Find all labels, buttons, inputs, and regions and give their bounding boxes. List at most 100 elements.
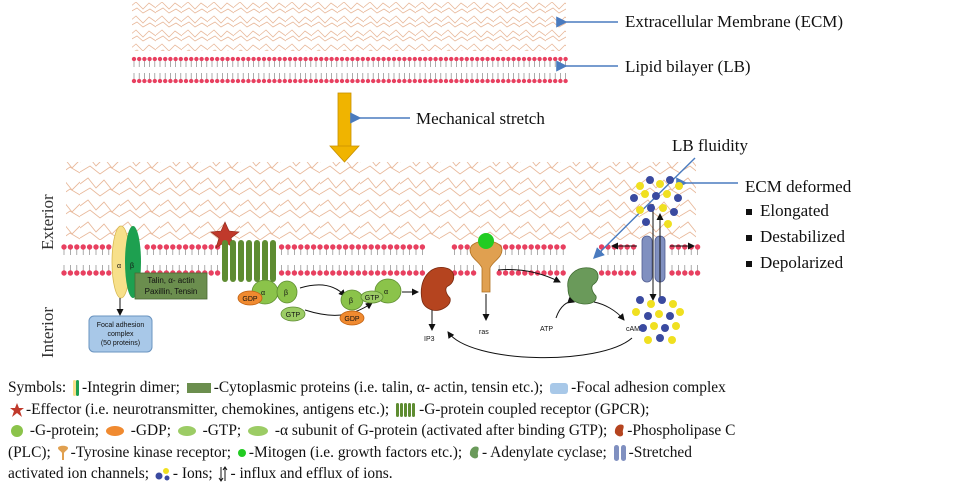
- ion: [652, 192, 660, 200]
- ion: [644, 336, 652, 344]
- gdp-legend-icon: [105, 426, 124, 437]
- ions-exterior: [630, 176, 683, 228]
- legend-line-2: -Effector (i.e. neurotransmitter, chemok…: [8, 399, 960, 421]
- legend-plc-2: (PLC);: [8, 443, 55, 461]
- stretch-label: Mechanical stretch: [416, 109, 545, 128]
- mitogen: [478, 233, 494, 249]
- bullet-elongated: Elongated: [760, 201, 829, 220]
- ion: [670, 208, 678, 216]
- ion: [659, 204, 667, 212]
- focal-label-1: Focal adhesion: [97, 322, 145, 329]
- ion: [630, 194, 638, 202]
- focal-legend-icon: [550, 382, 569, 394]
- legend-cyto: -Cytoplasmic proteins (i.e. talin, α- ac…: [213, 379, 548, 396]
- released-gdp: [339, 310, 365, 326]
- gtp-bound: [360, 290, 384, 304]
- tyrosine-legend-icon: [57, 445, 68, 460]
- legend-gprotein: -G-protein;: [26, 422, 103, 439]
- exterior-label: Exterior: [38, 194, 57, 250]
- gtp-legend-icon: [177, 426, 196, 437]
- ion: [656, 334, 664, 342]
- legend-flux: - influx and efflux of ions.: [230, 465, 393, 482]
- talin-label: Talin, α- actin: [147, 276, 194, 285]
- lower-lipid-bilayer: [61, 244, 701, 276]
- legend-plc: -Phospholipase C: [627, 422, 736, 439]
- ion: [663, 190, 671, 198]
- ion: [647, 300, 655, 308]
- legend-channel: -Stretched: [628, 443, 692, 461]
- legend-gtp: -GTP;: [198, 422, 246, 439]
- alpha-active-label: α: [384, 289, 388, 296]
- legend-line-4: (PLC); -Tyrosine kinase receptor; -Mitog…: [8, 442, 960, 464]
- adenylate-legend-icon: [469, 446, 479, 459]
- gpcr: [222, 240, 276, 282]
- ion: [666, 312, 674, 320]
- cyto-legend-icon: [186, 383, 211, 394]
- lb-fluidity-pointer: [593, 157, 696, 259]
- ion: [636, 296, 644, 304]
- ion: [636, 182, 644, 190]
- legend-line-5: activated ion channels; - Ions; - influx…: [8, 463, 960, 485]
- legend-alpha: -α subunit of G-protein (activated after…: [271, 422, 612, 439]
- integrin-dimer: α β: [111, 225, 141, 299]
- alpha-gtp-legend-icon: [248, 426, 269, 437]
- legend-prefix: Symbols:: [8, 379, 71, 396]
- cytoplasmic-proteins: Talin, α- actin Paxillin, Tensin: [134, 272, 208, 300]
- legend-gpcr: -G-protein coupled receptor (GPCR);: [419, 400, 650, 418]
- gdp-bound-label: GDP: [242, 296, 258, 303]
- camp-feedback-arrow: [447, 331, 633, 359]
- symbols-legend: Symbols: -Integrin dimer; -Cytoplasmic p…: [8, 377, 960, 485]
- tk-to-ac-arrow: [497, 269, 561, 283]
- interior-label: Interior: [38, 307, 57, 358]
- camp-arrow: [593, 301, 625, 321]
- ions-interior: [632, 296, 684, 344]
- ions-legend-icon: [155, 468, 170, 481]
- gprotein-alpha: α: [261, 290, 265, 297]
- flux-legend-icon: [219, 466, 228, 483]
- gtp-incoming-label: GTP: [286, 312, 301, 319]
- top-membrane: [131, 2, 568, 84]
- ras-label: ras: [479, 329, 489, 336]
- lb-label: Lipid bilayer (LB): [625, 57, 751, 76]
- plc-legend-icon: [615, 424, 624, 437]
- ion: [666, 176, 674, 184]
- ion: [655, 310, 663, 318]
- legend-line-1: Symbols: -Integrin dimer; -Cytoplasmic p…: [8, 377, 960, 399]
- top-lipid-bilayer: [131, 56, 568, 84]
- stretch-activated-ion-channel: [611, 204, 695, 301]
- deformed-ecm: [66, 162, 696, 240]
- ion: [642, 218, 650, 226]
- paxillin-label: Paxillin, Tensin: [145, 287, 198, 296]
- legend-adenylate: - Adenylate cyclase;: [482, 443, 611, 461]
- camp-label: cAMP: [626, 326, 645, 333]
- atp-label: ATP: [540, 326, 553, 333]
- ion: [668, 336, 676, 344]
- focal-adhesion-complex: Focal adhesion complex (50 proteins): [88, 315, 153, 353]
- gtp-arrow: [304, 302, 373, 316]
- phospholipase-c: [420, 267, 455, 311]
- gtp-incoming: [280, 306, 306, 322]
- effector-legend-icon: [10, 402, 24, 417]
- bullet-depolarized: Depolarized: [760, 253, 844, 272]
- ion: [676, 308, 684, 316]
- ecm-deformed-label: ECM deformed: [745, 177, 852, 196]
- released-beta-label: β: [349, 298, 353, 305]
- legend-ions: - Ions;: [172, 465, 217, 482]
- gtp-bound-label: GTP: [365, 295, 380, 302]
- gpcr-legend-icon: [396, 402, 416, 417]
- legend-line-3: -G-protein; -GDP; -GTP; -α subunit of G-…: [8, 420, 960, 442]
- ion: [669, 300, 677, 308]
- gprotein-beta: β: [284, 290, 288, 297]
- ion: [632, 308, 640, 316]
- ion: [661, 324, 669, 332]
- ion: [672, 322, 680, 330]
- bullet-destabilized: Destabilized: [760, 227, 845, 246]
- ion: [636, 206, 644, 214]
- ion: [644, 312, 652, 320]
- legend-tyrosine: -Tyrosine kinase receptor;: [70, 443, 235, 461]
- ion: [656, 180, 664, 188]
- mitogen-legend-icon: [237, 448, 246, 457]
- exchange-arrow: [299, 284, 346, 297]
- tyrosine-kinase-receptor: [469, 233, 503, 293]
